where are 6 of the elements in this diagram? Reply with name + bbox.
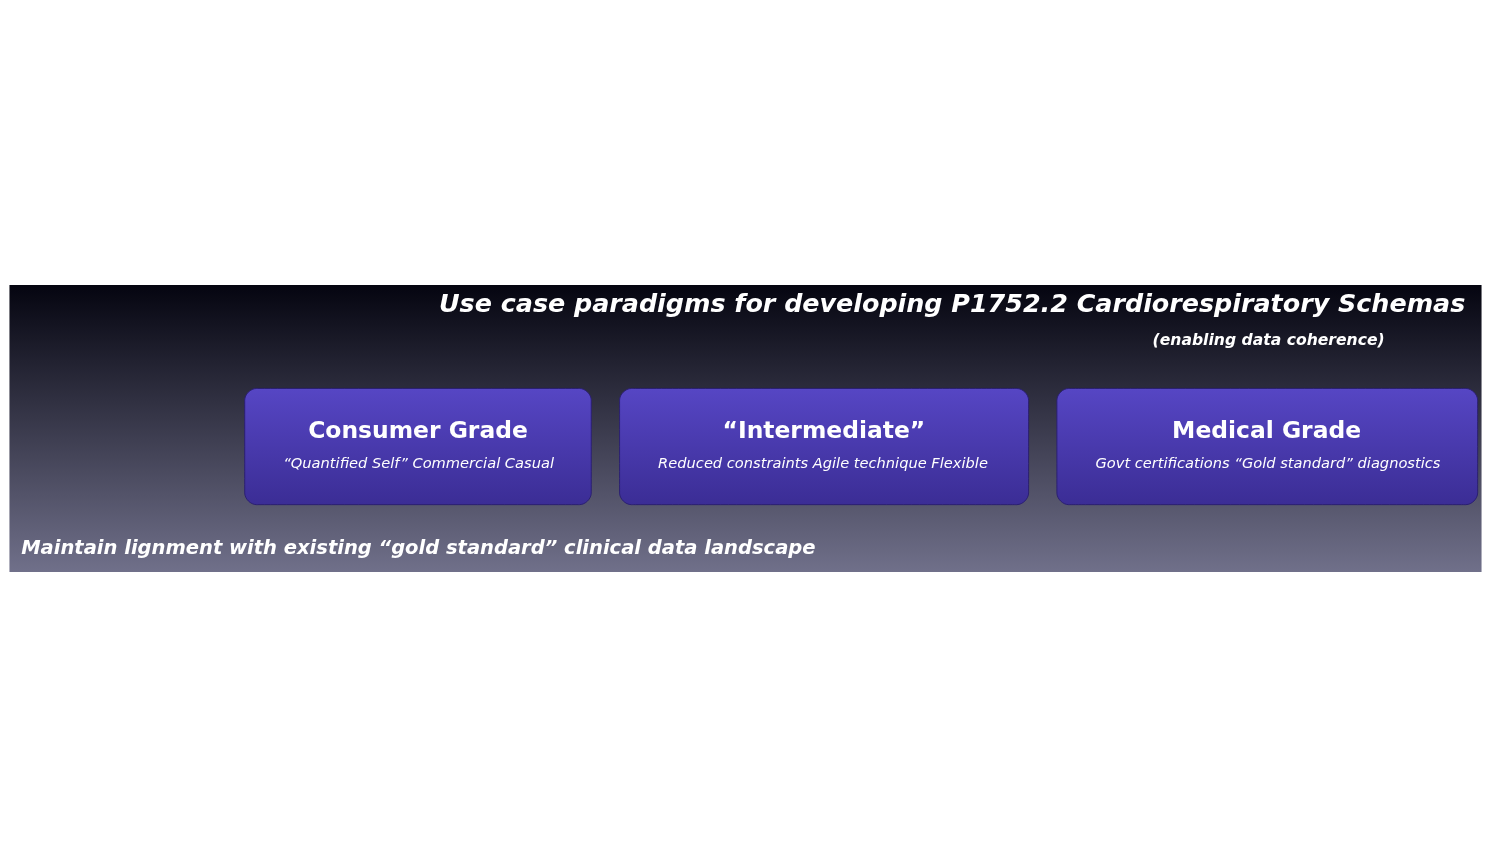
label: (enabling data coherence) [1152, 330, 1385, 349]
node-box: “Intermediate” Reduced constraints Agile technique Flexible [619, 387, 1030, 505]
label: Maintain lignment with existing “gold standard” clinical data landscape [21, 535, 816, 559]
node-box: Consumer Grade “Quantified Self” Commercial Casual [244, 387, 592, 505]
node-box: Medical Grade Govt certifications “Gold standard” diagnostics [1056, 387, 1479, 505]
diagram-title: Use case paradigms for developing P1752.2 Cardiorespiratory Schemas [438, 287, 1466, 318]
